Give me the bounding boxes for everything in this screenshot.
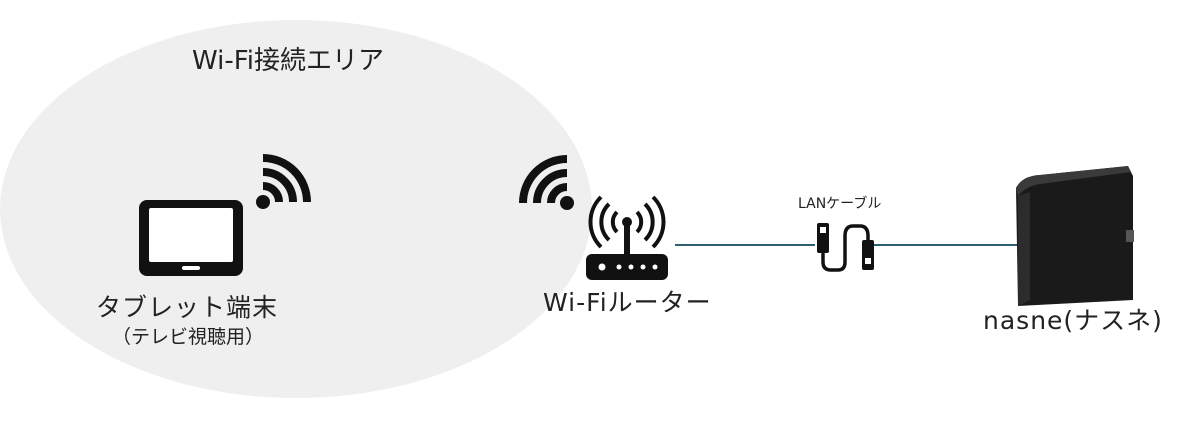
- lan-cable-icon: [817, 223, 874, 272]
- router-icon: [586, 195, 668, 280]
- wifi-signal-icon-tablet: [256, 154, 311, 209]
- tablet-label: タブレット端末: [96, 293, 279, 322]
- tablet-icon: [139, 200, 243, 276]
- router-label: Wi-Fiルーター: [543, 288, 712, 317]
- wifi-signal-icon-router: [519, 155, 574, 210]
- wifi-area-title: Wi-Fi接続エリア: [192, 46, 385, 76]
- lan-cable-label: LANケーブル: [798, 196, 882, 212]
- nasne-device-icon: [1016, 166, 1134, 306]
- wifi-coverage-area: [0, 20, 592, 398]
- nasne-label: nasne(ナスネ): [983, 306, 1163, 335]
- tablet-sublabel: （テレビ視聴用）: [112, 326, 265, 348]
